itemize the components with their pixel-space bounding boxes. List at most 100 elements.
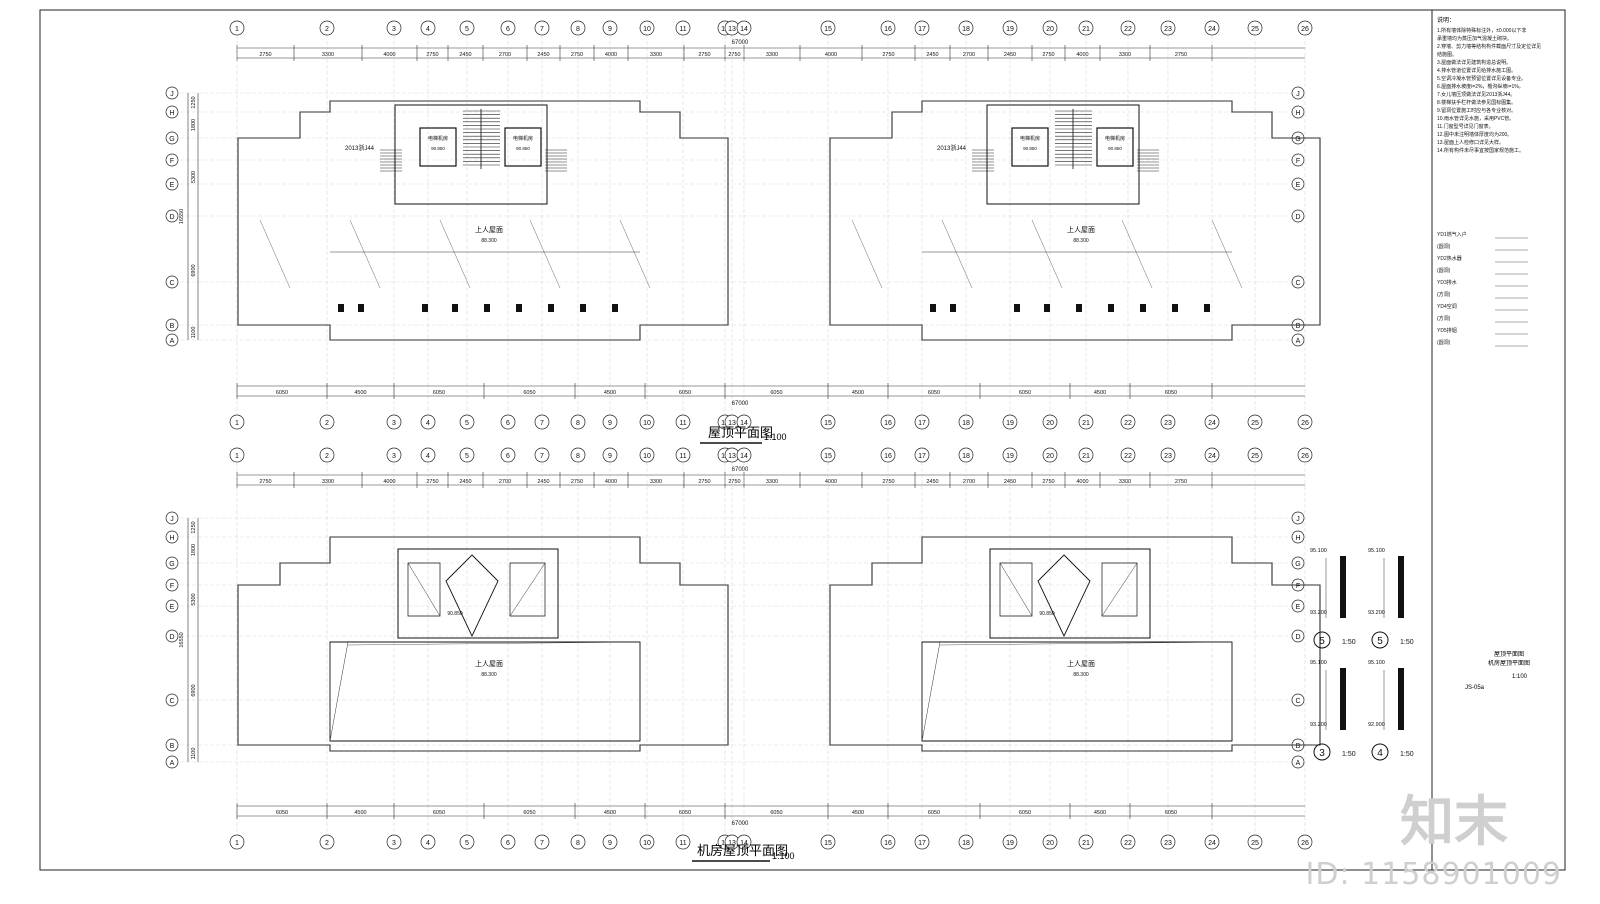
axis-label: 25	[1251, 840, 1259, 847]
top-dim-value: 2700	[963, 479, 975, 485]
roof-label: 上人屋面	[1067, 225, 1095, 234]
top-dim-value: 2450	[926, 52, 938, 58]
row-bubble	[165, 275, 179, 289]
row-bubble	[1291, 693, 1305, 707]
row-bubble	[165, 738, 179, 752]
room-elev: 90.850	[516, 146, 530, 151]
vent-box	[548, 304, 554, 312]
stair-ref: 2013浙J44	[937, 144, 967, 152]
top-dim-value: 2750	[1175, 52, 1187, 58]
bottom-dim-value: 6050	[928, 810, 940, 816]
detail-elev-mid: 93.200	[1310, 610, 1327, 616]
row-label: C	[1295, 698, 1300, 705]
bottom-dim-value: 4500	[604, 810, 616, 816]
bottom-dim-value: 6050	[523, 390, 535, 396]
roof-panel	[329, 641, 641, 742]
detail-bubble	[1371, 743, 1389, 761]
slope-line	[851, 219, 883, 289]
axis-label: 15	[824, 840, 832, 847]
vent-box	[358, 304, 364, 312]
top-dim-value: 2450	[537, 52, 549, 58]
axis-label: 7	[540, 26, 544, 33]
side-dim-value: 1800	[191, 544, 197, 556]
axis-label: 8	[576, 26, 580, 33]
bottom-dim-value: 6050	[770, 390, 782, 396]
note-line: 9.留洞位置施工时应与各专业核对。	[1437, 107, 1516, 114]
axis-label: 5	[465, 420, 469, 427]
top-dim-value: 2700	[499, 52, 511, 58]
vent-box	[1204, 304, 1210, 312]
legend-line: (方洞)	[1437, 315, 1451, 322]
axis-label: 18	[962, 26, 970, 33]
vent-box	[484, 304, 490, 312]
detail-bubble	[1313, 631, 1331, 649]
row-bubble	[1291, 599, 1305, 613]
side-dim-value: 1250	[191, 521, 197, 533]
axis-label: 21	[1082, 420, 1090, 427]
slope-line	[259, 219, 291, 289]
bottom-dim-value: 4500	[1094, 810, 1106, 816]
top-dim-value: 2750	[259, 479, 271, 485]
legend-line: YD2热水器	[1437, 255, 1462, 262]
roof-label: 上人屋面	[475, 659, 503, 668]
axis-label: 10	[643, 840, 651, 847]
axis-label: 16	[884, 453, 892, 460]
axis-label: 22	[1124, 453, 1132, 460]
legend-line: YD5排烟	[1437, 327, 1457, 334]
slope-line	[941, 219, 973, 289]
axis-label: 17	[918, 420, 926, 427]
axis-label: 23	[1164, 26, 1172, 33]
row-bubble	[165, 333, 179, 347]
axis-label: 19	[1006, 26, 1014, 33]
row-bubble	[1291, 177, 1305, 191]
axis-label: 11	[679, 840, 686, 847]
detail-wall	[1340, 668, 1346, 730]
bottom-dim-value: 6050	[1019, 810, 1031, 816]
row-bubble	[1291, 530, 1305, 544]
row-label: H	[169, 535, 174, 542]
slope-line	[1211, 219, 1243, 289]
row-bubble	[1291, 209, 1305, 223]
side-dim-value: 5300	[191, 171, 197, 183]
axis-label: 13	[728, 420, 736, 427]
vent-box	[612, 304, 618, 312]
axis-label: 7	[540, 840, 544, 847]
axis-label: 10	[643, 453, 651, 460]
row-bubble	[165, 530, 179, 544]
side-dim-value: 1100	[191, 748, 197, 760]
vent-box	[1014, 304, 1020, 312]
row-label: C	[169, 698, 174, 705]
axis-label: 26	[1301, 420, 1309, 427]
row-bubble	[1291, 755, 1305, 769]
row-label: J	[1296, 516, 1300, 523]
note-line: 13.屋面上人检修口详见大样。	[1437, 139, 1504, 146]
axis-label: 5	[465, 26, 469, 33]
note-line: 2.穿墙、剪力墙等结构构件截面尺寸及定位详见	[1437, 43, 1541, 50]
roof-elev: 88.300	[481, 672, 497, 678]
bottom-dim-value: 6050	[433, 810, 445, 816]
axis-label: 15	[824, 26, 832, 33]
room-label: 电梯机房	[513, 135, 533, 142]
axis-label: 1	[235, 840, 239, 847]
detail-elev-top: 95.100	[1310, 660, 1327, 666]
roof-label: 上人屋面	[1067, 659, 1095, 668]
legend-line: (圆洞)	[1437, 267, 1451, 274]
parapet-line	[237, 100, 729, 341]
row-bubble	[165, 755, 179, 769]
axis-label: 6	[506, 420, 510, 427]
row-label: J	[170, 516, 174, 523]
titleblock-sheet-no: JS-05a	[1465, 685, 1485, 691]
total-dim-top: 67000	[732, 467, 749, 473]
axis-label: 26	[1301, 26, 1309, 33]
top-dim-value: 3300	[650, 52, 662, 58]
row-label: B	[170, 323, 175, 330]
row-bubble	[165, 86, 179, 100]
axis-label: 19	[1006, 840, 1014, 847]
axis-label: 9	[608, 26, 612, 33]
bottom-dim-value: 4500	[604, 390, 616, 396]
axis-label: 21	[1082, 840, 1090, 847]
row-label: F	[170, 583, 174, 590]
